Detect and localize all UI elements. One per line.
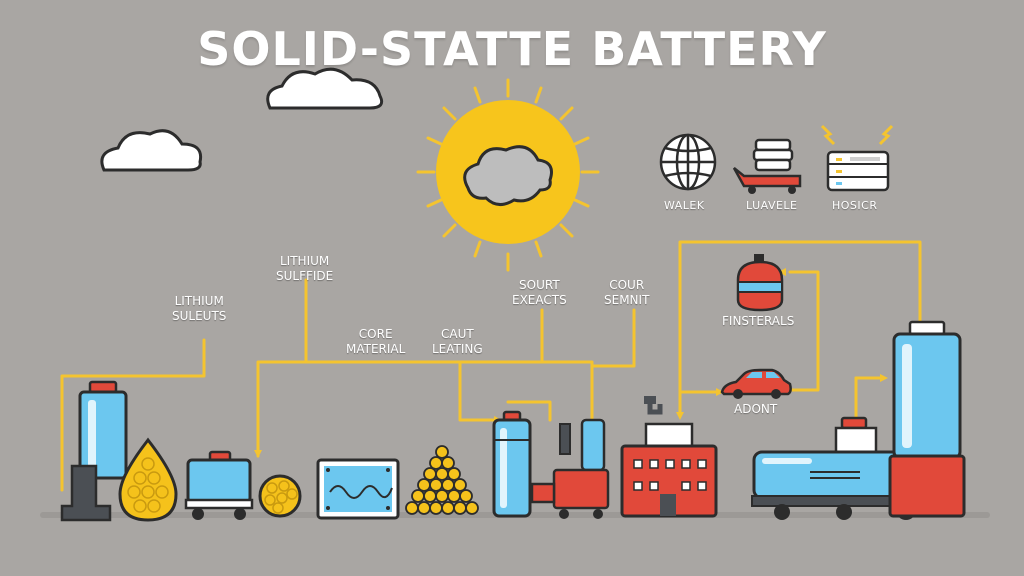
red-capsule — [736, 254, 784, 312]
car — [720, 368, 792, 399]
label-line: LEATING — [432, 342, 483, 356]
tall-tower — [888, 320, 966, 518]
globe-icon — [659, 133, 717, 191]
icon-label-server: HOSICR — [832, 199, 878, 212]
label-line: CAUT — [441, 327, 474, 341]
label-core-material: CORE MATERIAL — [346, 327, 405, 357]
label-line: MATERIAL — [346, 342, 406, 356]
diagram-title: SOLID-STATTE BATTERY — [197, 22, 827, 76]
tank-station-1 — [60, 380, 128, 522]
label-line: LITHIUM — [280, 254, 330, 268]
pellet-ball — [258, 474, 302, 518]
label-line: COUR — [609, 278, 645, 292]
server-icon — [820, 124, 894, 192]
pellet-drop — [118, 437, 178, 522]
label-finsterals: FINSTERALS — [722, 314, 795, 328]
blue-cart — [184, 450, 254, 520]
icon-label-cart: LUAVELE — [746, 199, 798, 212]
pellet-pyramid — [405, 445, 479, 515]
label-line: EXEACTS — [512, 293, 567, 307]
cloud-top — [266, 67, 384, 110]
factory-machine — [620, 396, 718, 518]
label-caut-leating: CAUT LEATING — [432, 327, 483, 357]
label-line: SOURT — [519, 278, 560, 292]
label-line: SEMNIT — [604, 293, 650, 307]
monitor-panel — [316, 458, 400, 520]
pump-machine — [530, 418, 610, 519]
label-line: SULFFIDE — [276, 269, 334, 283]
cloud-left — [100, 129, 203, 172]
label-adont: ADONT — [734, 402, 778, 416]
cart-icon — [732, 138, 802, 194]
flow-arrowheads — [254, 268, 888, 458]
label-lithium-sulfuts: LITHIUM SULEUTS — [172, 294, 226, 324]
label-sourt-exeacts: SOURT EXEACTS — [512, 278, 567, 308]
tall-cylinder — [492, 410, 532, 518]
label-cour-semnit: COUR SEMNIT — [604, 278, 649, 308]
label-line: SULEUTS — [172, 309, 227, 323]
sun — [416, 78, 600, 272]
flow-lines — [60, 240, 922, 492]
label-lithium-sulfide: LITHIUM SULFFIDE — [276, 254, 333, 284]
label-line: LITHIUM — [174, 294, 224, 308]
icon-label-globe: WALEK — [664, 199, 705, 212]
label-line: CORE — [358, 327, 393, 341]
